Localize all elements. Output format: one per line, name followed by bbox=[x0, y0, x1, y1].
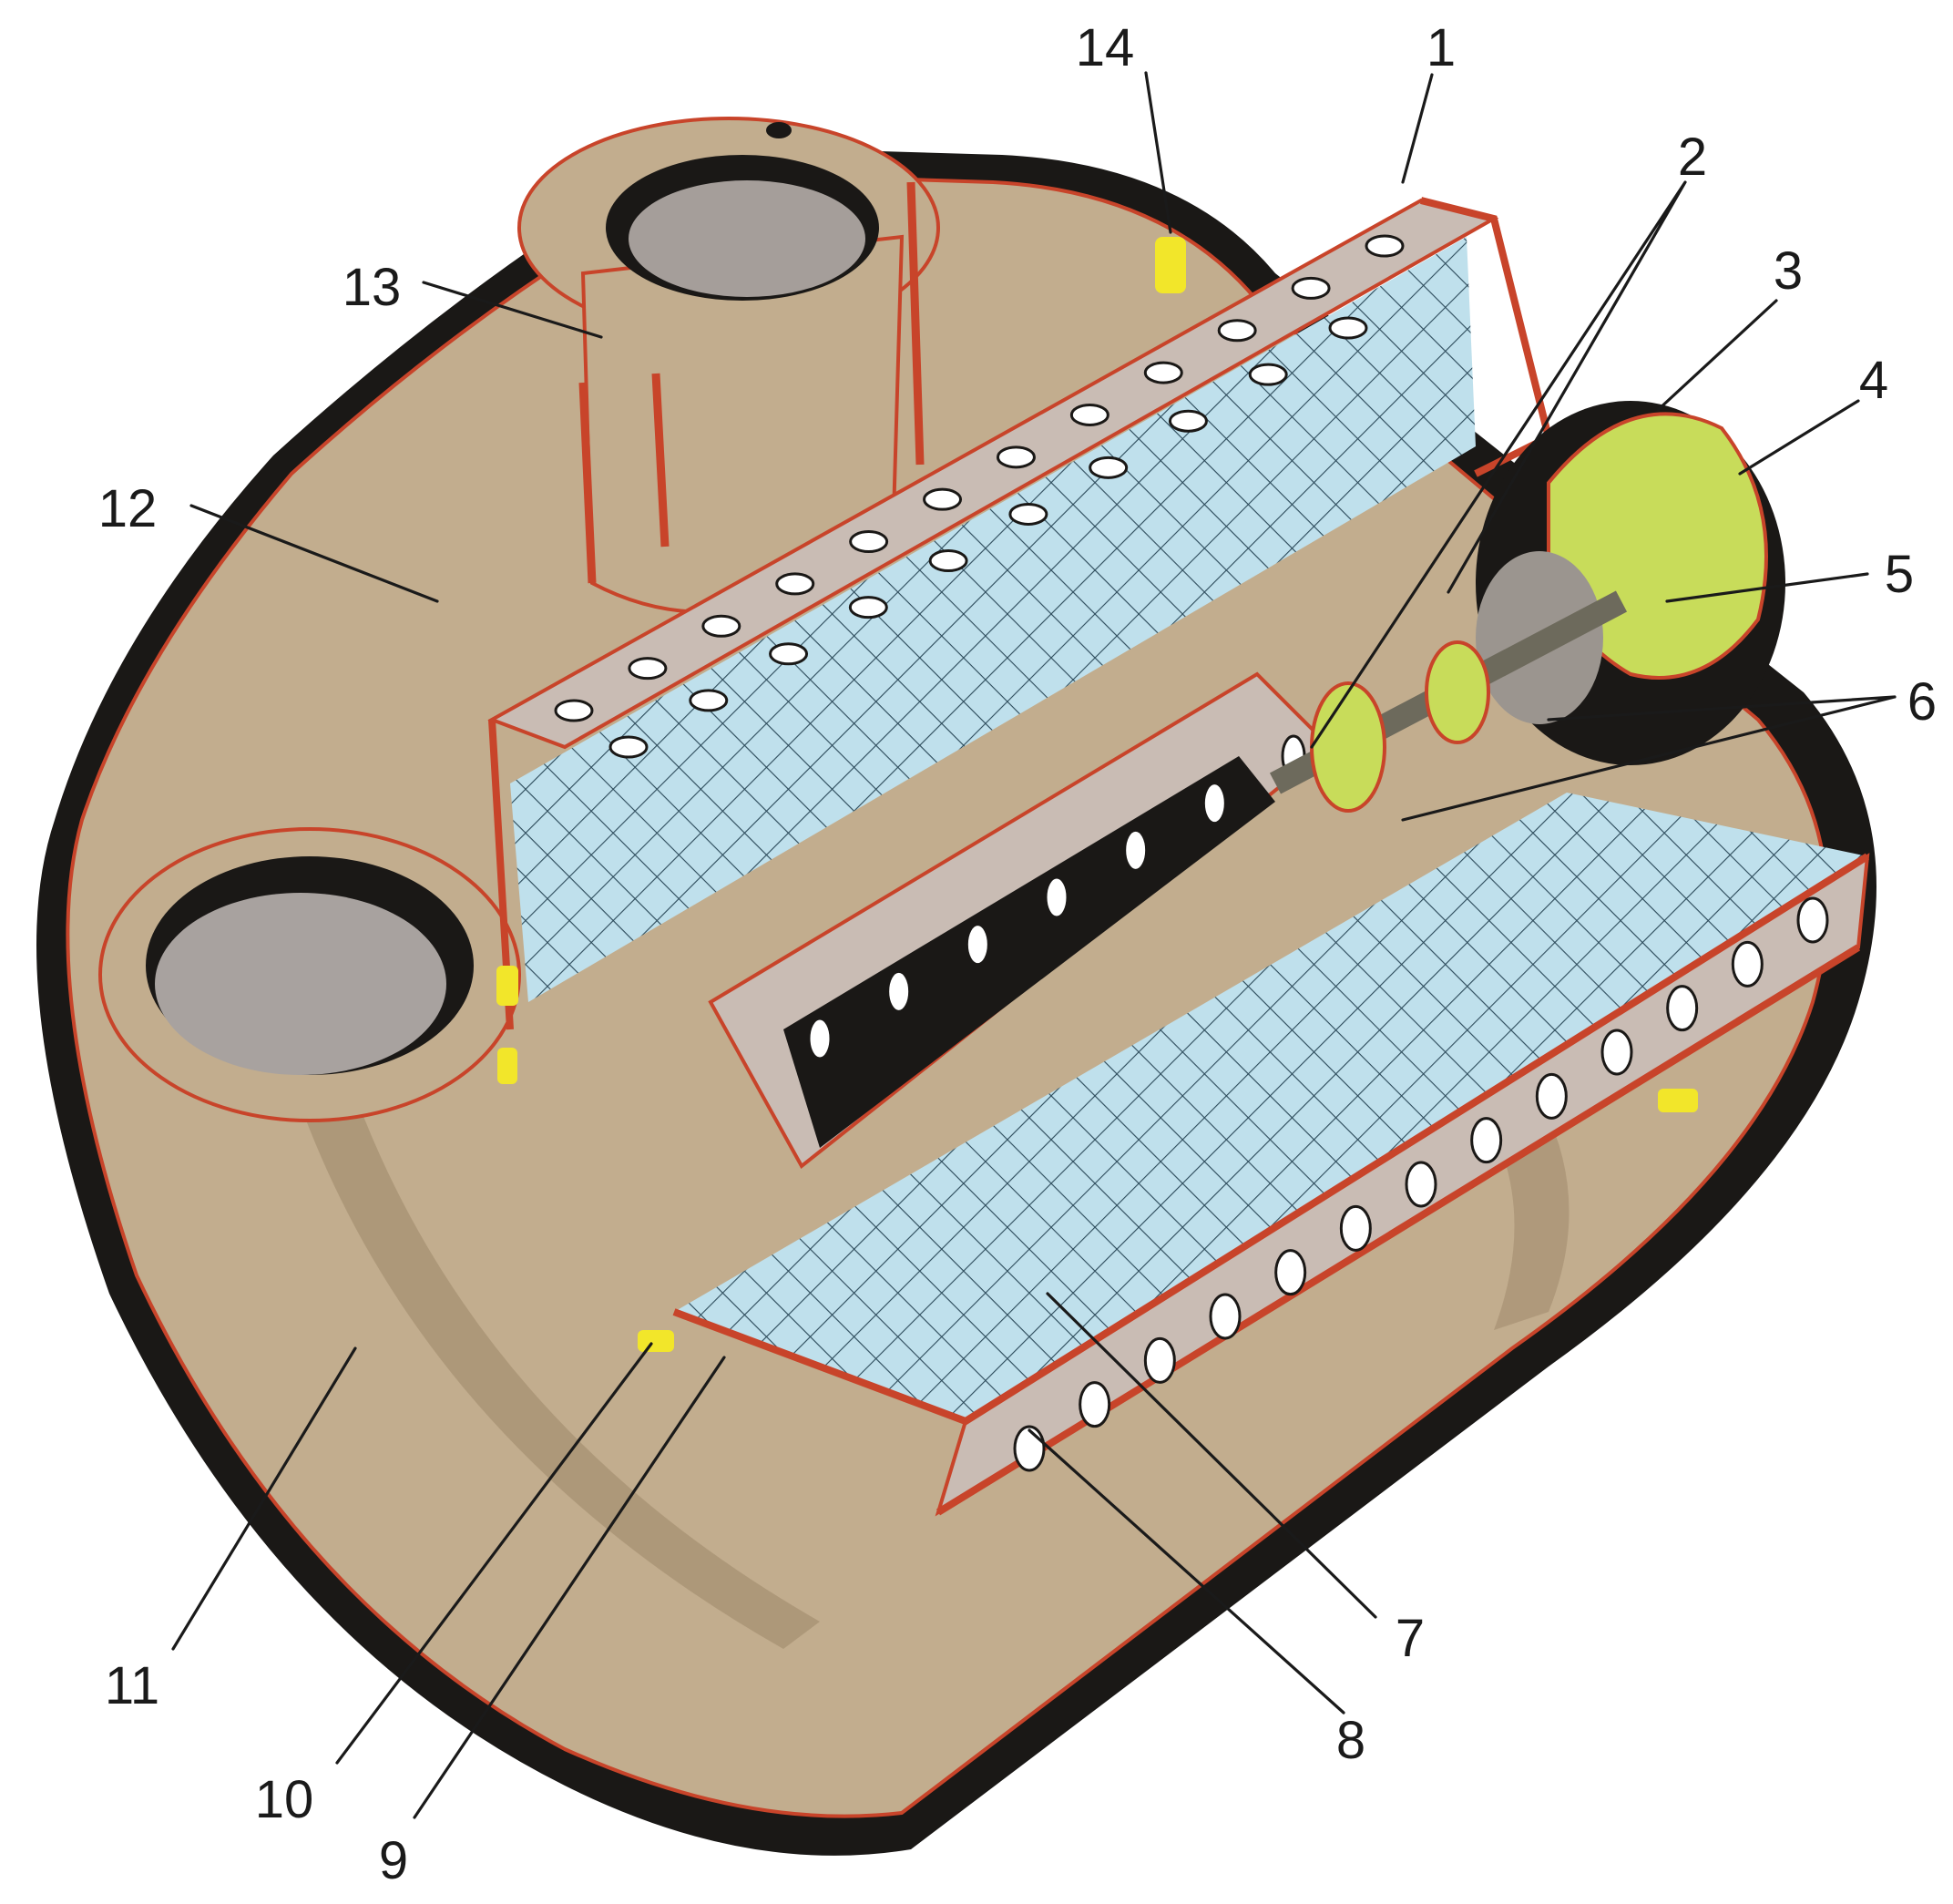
outlet-pipe bbox=[98, 827, 521, 1122]
callout-7: 7 bbox=[1396, 1609, 1425, 1668]
perforation-hole-upper-row-2 bbox=[928, 549, 968, 573]
perforation-hole-lower-band bbox=[1470, 1117, 1503, 1164]
callout-6: 6 bbox=[1907, 672, 1937, 732]
perforation-hole-upper-row-2 bbox=[1008, 502, 1048, 526]
perforation-hole-upper-row-2 bbox=[1328, 316, 1368, 340]
end-cap-fitting bbox=[1269, 401, 1785, 813]
callout-2: 2 bbox=[1678, 128, 1707, 187]
perforation-hole-upper-row-1 bbox=[1365, 234, 1405, 258]
perforation-hole-central-tube bbox=[965, 923, 990, 967]
perforation-hole-upper-row-1 bbox=[1291, 276, 1331, 300]
perforation-hole-upper-row-1 bbox=[923, 487, 963, 511]
perforation-hole-upper-row-2 bbox=[1089, 456, 1129, 479]
callout-11: 11 bbox=[105, 1656, 159, 1715]
perforation-hole-lower-band bbox=[1143, 1336, 1176, 1384]
perforation-hole-upper-row-1 bbox=[628, 657, 668, 681]
perforation-hole-upper-row-2 bbox=[848, 596, 888, 619]
leader-2 bbox=[1310, 180, 1687, 749]
perforation-hole-upper-row-1 bbox=[1069, 403, 1109, 426]
perforation-hole-lower-band bbox=[1535, 1072, 1568, 1120]
leader-lines bbox=[171, 71, 1897, 1819]
perforation-hole-lower-band bbox=[1666, 985, 1699, 1032]
callout-14: 14 bbox=[1076, 18, 1135, 77]
upper-element-mesh bbox=[510, 237, 1476, 1002]
central-tube-interior bbox=[783, 756, 1275, 1148]
perforation-hole-lower-band bbox=[1079, 1381, 1111, 1428]
leader-3 bbox=[1656, 299, 1778, 412]
perforation-hole-upper-row-1 bbox=[849, 530, 889, 554]
inlet-section-edge bbox=[578, 181, 925, 584]
inlet-bolt-hole bbox=[766, 122, 792, 138]
outer-green-flange bbox=[1425, 640, 1490, 744]
leader-14 bbox=[1144, 71, 1172, 234]
perforation-hole-lower-band bbox=[1796, 896, 1829, 944]
callout-4: 4 bbox=[1859, 351, 1888, 410]
leader-12 bbox=[189, 504, 439, 603]
perforation-hole-upper-row-2 bbox=[689, 689, 729, 712]
perforation-hole-lower-band bbox=[1600, 1029, 1633, 1076]
outlet-bore bbox=[155, 893, 446, 1075]
callout-12: 12 bbox=[98, 479, 158, 538]
seal-left bbox=[496, 966, 518, 1006]
perforation-hole-upper-row-1 bbox=[701, 614, 741, 638]
seal-bottom bbox=[638, 1330, 674, 1352]
perforation-hole-upper-row-2 bbox=[769, 642, 809, 666]
perforation-hole-lower-band bbox=[1274, 1249, 1307, 1296]
leader-5 bbox=[1665, 572, 1869, 603]
leader-13 bbox=[422, 281, 603, 339]
leader-7 bbox=[1046, 1292, 1377, 1619]
callout-3: 3 bbox=[1774, 241, 1803, 301]
seals bbox=[496, 237, 1698, 1352]
perforation-hole-lower-band bbox=[1339, 1204, 1372, 1252]
callout-5: 5 bbox=[1885, 545, 1914, 604]
perforation-hole-lower-band bbox=[1405, 1161, 1437, 1208]
perforation-hole-upper-row-1 bbox=[996, 445, 1036, 469]
perforation-hole-upper-row-1 bbox=[775, 572, 815, 596]
leader-4 bbox=[1738, 399, 1860, 476]
perforation-hole-central-tube bbox=[1044, 875, 1069, 919]
leader-1 bbox=[1401, 73, 1434, 184]
callout-9: 9 bbox=[379, 1831, 408, 1890]
perforation-hole-lower-band bbox=[1731, 940, 1764, 988]
callout-1: 1 bbox=[1426, 18, 1456, 77]
perforation-hole-upper-row-1 bbox=[1143, 361, 1183, 384]
inlet-bore bbox=[629, 180, 865, 297]
perforation-hole-upper-row-1 bbox=[554, 699, 594, 722]
perforation-hole-lower-band bbox=[1209, 1293, 1242, 1340]
perforation-hole-upper-row-1 bbox=[1217, 319, 1257, 343]
seal-right bbox=[1658, 1089, 1698, 1112]
leader-6 bbox=[1401, 695, 1897, 822]
perforation-hole-central-tube bbox=[807, 1017, 833, 1060]
callout-10: 10 bbox=[255, 1770, 314, 1829]
callout-13: 13 bbox=[343, 258, 402, 317]
perforation-hole-lower-band bbox=[1013, 1425, 1046, 1472]
perforation-hole-upper-row-2 bbox=[608, 735, 649, 759]
inner-green-flange bbox=[1310, 681, 1386, 813]
leader-9 bbox=[413, 1356, 726, 1819]
seal-left-lower bbox=[497, 1048, 517, 1084]
leader-10 bbox=[335, 1342, 653, 1765]
callout-numbers: 1 2 3 4 5 6 7 8 9 10 11 12 13 14 bbox=[98, 18, 1937, 1890]
perforation-hole-central-tube bbox=[1201, 782, 1227, 825]
callout-8: 8 bbox=[1336, 1711, 1365, 1770]
perforation-hole-upper-row-2 bbox=[1168, 409, 1208, 433]
perforation-hole-upper-row-2 bbox=[1248, 363, 1288, 386]
seal-top bbox=[1155, 237, 1186, 293]
leader-8 bbox=[1028, 1428, 1345, 1715]
lower-element-mesh bbox=[674, 793, 1867, 1421]
leader-11 bbox=[171, 1346, 357, 1651]
perforation-hole-central-tube bbox=[1123, 828, 1149, 872]
perforation-hole-central-tube bbox=[886, 969, 912, 1013]
